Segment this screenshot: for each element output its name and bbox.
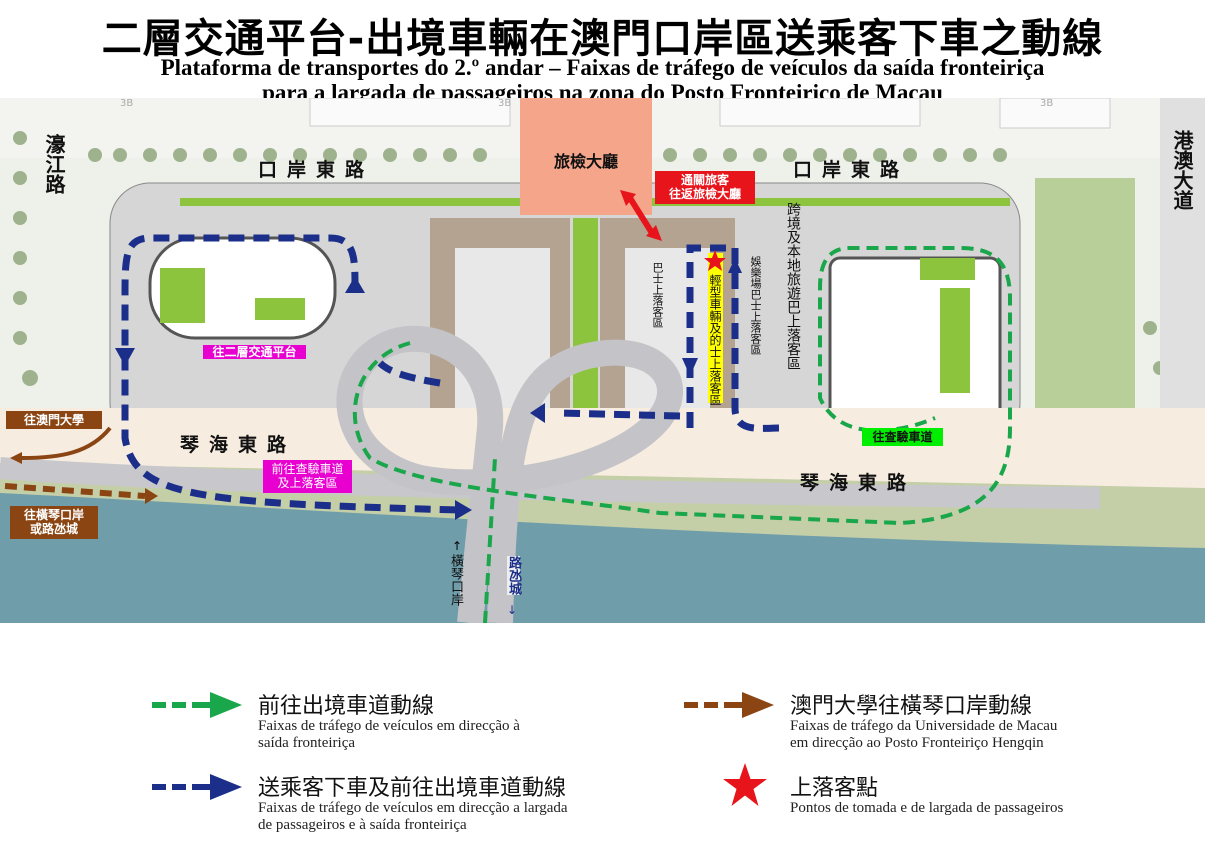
to-hengqin-box: 往橫琴口岸 或路氹城 bbox=[10, 506, 98, 539]
building-label: 3B bbox=[120, 98, 134, 109]
green-park bbox=[1035, 178, 1135, 433]
water bbox=[0, 493, 1205, 623]
to-hengqin-line2: 或路氹城 bbox=[29, 522, 78, 537]
to-inspection-pickup-line2: 及上落客區 bbox=[277, 476, 338, 491]
road-label-east: 港澳大道 bbox=[1170, 130, 1194, 210]
interchange-loop bbox=[336, 325, 684, 625]
building-label: 3B bbox=[498, 98, 512, 109]
road-label-north-right: 口岸東路 bbox=[793, 159, 910, 181]
passenger-hall-box-line2: 往返旅檢大廳 bbox=[668, 187, 741, 202]
pickup-star-icon bbox=[704, 250, 726, 271]
building-label: 3B bbox=[1040, 98, 1054, 109]
blue-dashed-arrow-icon bbox=[152, 774, 242, 800]
casino-bus-zone-label: 娛樂場巴士上落客區 bbox=[749, 256, 762, 355]
road-label-south-left: 琴海東路 bbox=[180, 434, 297, 456]
brown-route bbox=[4, 426, 146, 499]
brown-dashed-arrow-icon bbox=[684, 692, 774, 718]
to-inspection-lane-box: 往查驗車道 bbox=[862, 428, 943, 447]
to-inspection-pickup-box: 前往查驗車道 及上落客區 bbox=[263, 460, 352, 493]
to-inspection-pickup-line1: 前往查驗車道 bbox=[271, 462, 344, 476]
trees bbox=[13, 131, 1197, 426]
road-label-west: 濠江路 bbox=[42, 134, 66, 194]
road-label-south-right: 琴海東路 bbox=[800, 472, 917, 494]
up-arrow-icon: ↑ bbox=[452, 539, 463, 553]
map-graphic bbox=[0, 97, 1205, 625]
legend-blue-pt: Faixas de tráfego de veículos em direcçã… bbox=[258, 800, 568, 834]
blue-arrowheads bbox=[115, 258, 742, 520]
to-platform-box: 往二層交通平台 bbox=[203, 345, 306, 360]
bus-zone-label: 巴士上落客區 bbox=[651, 262, 664, 328]
green-dashed-arrow-icon bbox=[152, 692, 242, 718]
down-arrow-icon: ↓ bbox=[507, 603, 518, 617]
title-chinese: 二層交通平台-出境車輛在澳門口岸區送乘客下車之動線 bbox=[101, 16, 1104, 62]
green-route bbox=[352, 246, 1012, 624]
light-vehicle-strip bbox=[708, 253, 723, 403]
legend-brown-zh: 澳門大學往橫琴口岸動線 bbox=[790, 694, 1033, 719]
title-portuguese-line1: Plataforma de transportes do 2.º andar –… bbox=[160, 55, 1045, 80]
red-star-icon bbox=[723, 763, 767, 806]
map: 旅檢大廳 口岸東路 口岸東路 濠江路 港澳大道 琴海東路 琴海東路 通關旅客 往… bbox=[0, 97, 1205, 625]
legend-brown-pt: Faixas de tráfego da Universidade de Mac… bbox=[790, 718, 1058, 752]
to-um-box: 往澳門大學 bbox=[6, 411, 102, 430]
legend-star-zh: 上落客點 bbox=[790, 776, 879, 801]
passenger-hall-box: 通關旅客 往返旅檢大廳 bbox=[655, 171, 755, 204]
legend-star-pt: Pontos de tomada e de largada de passage… bbox=[790, 800, 1064, 816]
passenger-hall-box-line1: 通關旅客 bbox=[680, 173, 729, 187]
hall-double-arrow bbox=[627, 196, 655, 235]
tour-bus-zone-label: 跨境及本地旅遊巴上落客區 bbox=[785, 202, 801, 370]
legend-green-zh: 前往出境車道動線 bbox=[258, 694, 435, 719]
light-vehicle-zone-label: 輕型車輛及的士上落客區 bbox=[708, 274, 722, 406]
hengqin-port-label: 橫琴口岸 bbox=[448, 554, 463, 606]
legend-blue-zh: 送乘客下車及前往出境車道動線 bbox=[258, 776, 567, 801]
legend-green-pt: Faixas de tráfego de veículos em direcçã… bbox=[258, 718, 520, 752]
blue-route bbox=[121, 234, 781, 514]
cotai-label: 路氹城 bbox=[506, 556, 521, 595]
inspection-hall-label: 旅檢大廳 bbox=[553, 152, 618, 171]
to-hengqin-line1: 往橫琴口岸 bbox=[23, 508, 84, 522]
road-label-north-left: 口岸東路 bbox=[258, 159, 375, 181]
